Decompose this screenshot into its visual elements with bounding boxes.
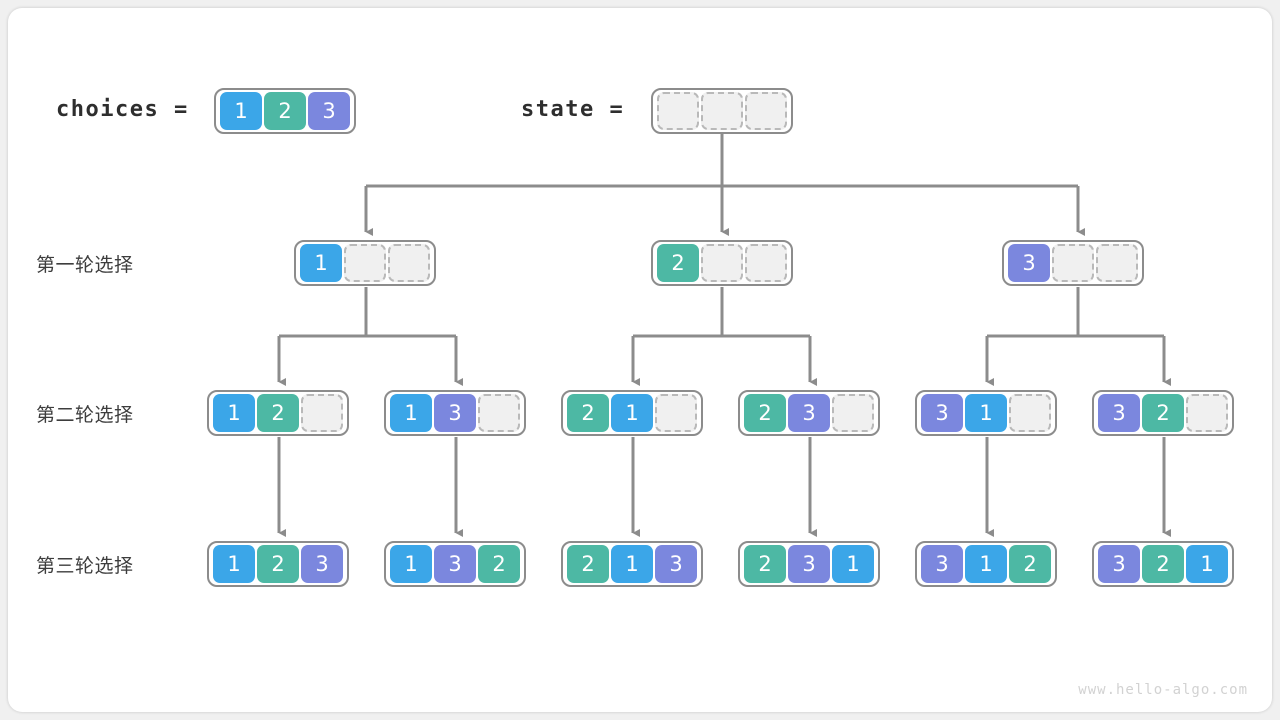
array-cell-filled: 1 <box>965 545 1007 583</box>
array-cell-filled: 1 <box>965 394 1007 432</box>
array-cell-filled: 2 <box>1142 545 1184 583</box>
array-cell-empty <box>388 244 430 282</box>
tree-node-r1-n2: 2 <box>651 240 793 286</box>
array-cell-empty <box>701 92 743 130</box>
state-label: state = <box>521 97 625 122</box>
array-cell-empty <box>701 244 743 282</box>
array-cell-filled: 3 <box>1098 394 1140 432</box>
array-cell-filled: 1 <box>611 394 653 432</box>
array-cell-empty <box>1186 394 1228 432</box>
array-cell-filled: 3 <box>1008 244 1050 282</box>
array-cell-empty <box>1052 244 1094 282</box>
array-cell-filled: 2 <box>744 545 786 583</box>
array-cell-filled: 2 <box>744 394 786 432</box>
array-cell-filled: 3 <box>921 545 963 583</box>
array-cell-filled: 2 <box>264 92 306 130</box>
array-cell-filled: 3 <box>655 545 697 583</box>
tree-node-r1-n1: 1 <box>294 240 436 286</box>
state-array <box>651 88 793 134</box>
array-cell-filled: 2 <box>1142 394 1184 432</box>
array-cell-empty <box>745 244 787 282</box>
array-cell-filled: 1 <box>213 394 255 432</box>
array-cell-filled: 1 <box>220 92 262 130</box>
array-cell-filled: 1 <box>390 545 432 583</box>
array-cell-empty <box>655 394 697 432</box>
row-label-2: 第二轮选择 <box>36 404 134 426</box>
array-cell-filled: 3 <box>921 394 963 432</box>
array-cell-empty <box>1096 244 1138 282</box>
array-cell-empty <box>657 92 699 130</box>
array-cell-empty <box>344 244 386 282</box>
array-cell-filled: 2 <box>478 545 520 583</box>
array-cell-filled: 2 <box>257 545 299 583</box>
row-label-1: 第一轮选择 <box>36 254 134 276</box>
array-cell-filled: 2 <box>567 545 609 583</box>
watermark: www.hello-algo.com <box>1078 682 1248 698</box>
array-cell-filled: 1 <box>390 394 432 432</box>
array-cell-filled: 2 <box>657 244 699 282</box>
array-cell-filled: 3 <box>308 92 350 130</box>
choices-label: choices = <box>56 97 189 122</box>
array-cell-filled: 1 <box>1186 545 1228 583</box>
array-cell-filled: 3 <box>434 545 476 583</box>
tree-node-r1-n3: 3 <box>1002 240 1144 286</box>
row-label-3: 第三轮选择 <box>36 555 134 577</box>
array-cell-filled: 2 <box>257 394 299 432</box>
array-cell-filled: 1 <box>300 244 342 282</box>
array-cell-filled: 3 <box>788 545 830 583</box>
array-cell-filled: 3 <box>434 394 476 432</box>
array-cell-filled: 2 <box>567 394 609 432</box>
array-cell-filled: 3 <box>788 394 830 432</box>
array-cell-empty <box>1009 394 1051 432</box>
diagram-card <box>8 8 1272 712</box>
array-cell-filled: 1 <box>611 545 653 583</box>
array-cell-filled: 1 <box>832 545 874 583</box>
array-cell-empty <box>832 394 874 432</box>
array-cell-empty <box>745 92 787 130</box>
array-cell-filled: 3 <box>1098 545 1140 583</box>
array-cell-filled: 1 <box>213 545 255 583</box>
array-cell-filled: 3 <box>301 545 343 583</box>
array-cell-empty <box>301 394 343 432</box>
array-cell-filled: 2 <box>1009 545 1051 583</box>
array-cell-empty <box>478 394 520 432</box>
